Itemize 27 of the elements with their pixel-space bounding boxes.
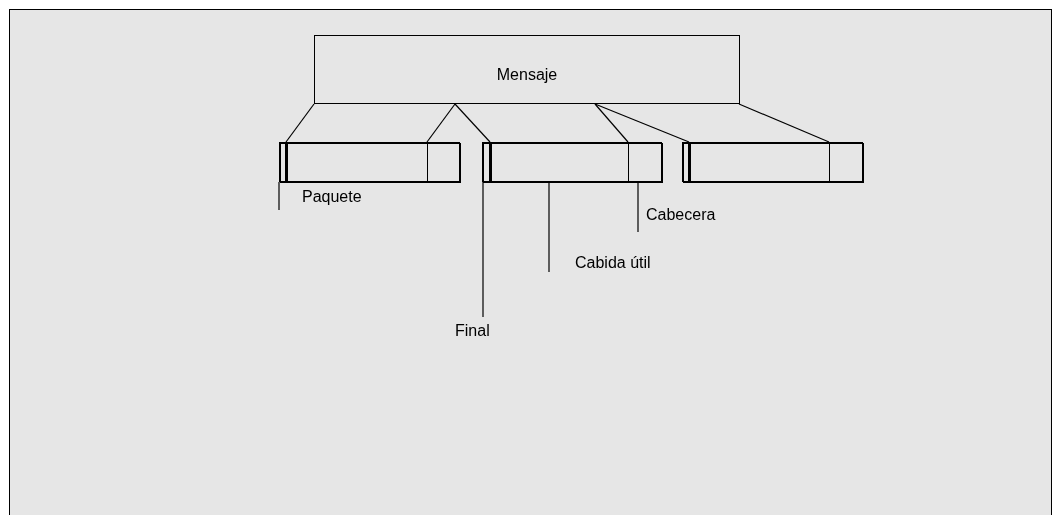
leader-line — [482, 181, 484, 318]
packet-box — [279, 142, 460, 182]
packet-box — [682, 142, 863, 182]
callout-label: Cabecera — [646, 206, 716, 224]
message-box — [314, 35, 740, 104]
connector-line — [738, 103, 830, 143]
packet-segment — [628, 143, 663, 183]
leader-line — [278, 181, 280, 211]
trailer-segment — [483, 143, 492, 183]
packet-segment — [829, 143, 864, 183]
connector-line — [426, 103, 456, 143]
leader-line — [548, 181, 550, 273]
callout-label: Cabida útil — [575, 254, 651, 272]
packet-segment — [287, 143, 428, 183]
box-label: Mensaje — [495, 66, 559, 84]
callout-label: Final — [455, 322, 490, 340]
packet-box — [482, 142, 662, 182]
connector-line — [454, 103, 491, 143]
packet-segment — [690, 143, 830, 183]
packet-segment — [491, 143, 629, 183]
trailer-segment — [280, 143, 288, 183]
connector-line — [594, 103, 690, 143]
leader-line — [637, 181, 639, 233]
connector-line — [594, 103, 629, 143]
packet-segment — [427, 143, 461, 183]
callout-label: Paquete — [302, 188, 362, 206]
trailer-segment — [683, 143, 691, 183]
